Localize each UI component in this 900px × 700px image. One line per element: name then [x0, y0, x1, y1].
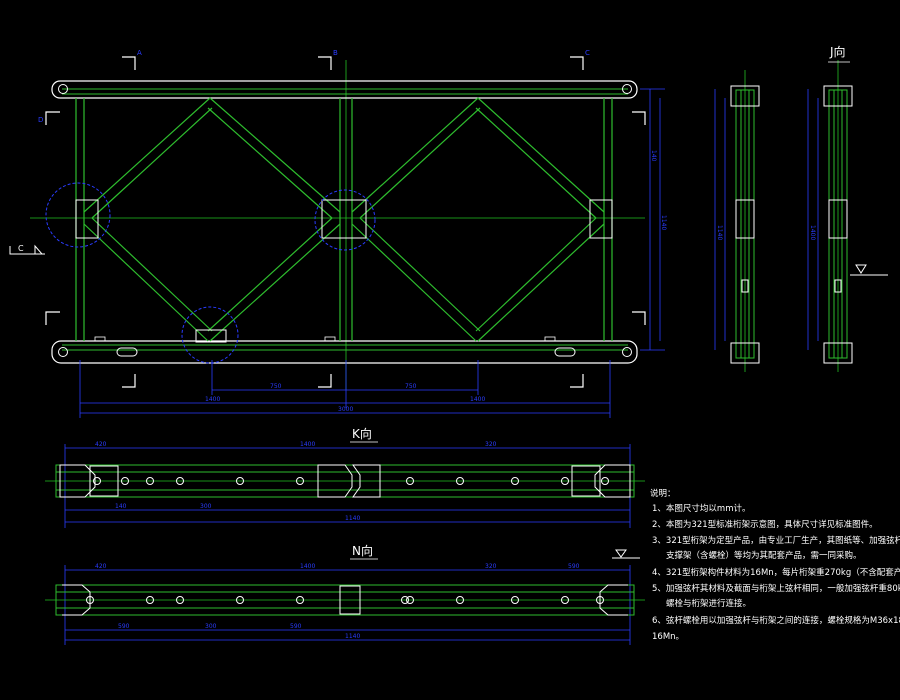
section-mark-a: A — [137, 49, 142, 57]
notes-block: 说明： 1、本图尺寸均以mm计。 2、本图为321型标准桁架示意图，具体尺寸详见… — [650, 488, 900, 642]
n-dim-1400: 1400 — [300, 563, 315, 570]
note-6b: 16Mn。 — [652, 632, 684, 642]
dim-140: 140 — [650, 150, 657, 162]
n-dim-590-top: 590 — [568, 563, 580, 570]
k-dim-140: 140 — [115, 503, 127, 510]
k-dim-1140: 1140 — [345, 515, 360, 522]
note-3: 3、321型桁架为定型产品，由专业工厂生产，其图纸等、加强弦杆（含螺栓）、 — [652, 535, 900, 546]
k-dim-300: 300 — [200, 503, 212, 510]
truss-dimensions — [79, 88, 665, 418]
top-chord — [51, 80, 638, 99]
n-dim-320: 320 — [485, 563, 497, 570]
n-dim-300: 300 — [205, 623, 217, 630]
n-dim-590-left: 590 — [118, 623, 130, 630]
note-6: 6、弦杆螺栓用以加强弦杆与桁架之间的连接，螺栓规格为M36x180，材质为 — [652, 615, 900, 626]
dim-750-right: 750 — [405, 383, 417, 390]
truss-elevation: A B C D C 750 750 1400 1400 3000 — [9, 49, 667, 418]
side-view-j: 1140 1400 J向 — [714, 44, 888, 372]
section-mark-d: D — [38, 116, 43, 124]
dim-1140: 1140 — [660, 215, 667, 230]
note-3b: 支撑架（含螺栓）等均为其配套产品，需一同采购。 — [666, 550, 862, 561]
side-dim-1400: 1400 — [809, 225, 816, 240]
side-dim-1140: 1140 — [716, 225, 723, 240]
section-mark-c: C — [585, 49, 590, 57]
view-n-label: N向 — [352, 543, 373, 558]
dim-1400-left: 1400 — [205, 396, 220, 403]
note-4: 4、321型桁架构件材料为16Mn，每片桁架重270kg（不含配套产品）。 — [652, 567, 900, 578]
detail-circles — [45, 182, 376, 364]
view-arrow-left — [9, 244, 45, 255]
view-arrow-n — [612, 549, 640, 559]
section-brackets — [45, 56, 646, 388]
truss-verticals — [75, 98, 613, 341]
section-mark-b: B — [333, 49, 338, 57]
view-arrow-right — [850, 264, 888, 276]
n-dim-1140: 1140 — [345, 633, 360, 640]
bottom-chord — [51, 340, 638, 364]
note-5: 5、加强弦杆其材料及截面与桁架上弦杆相同，一般加强弦杆重80kg，用两根弦杆 — [652, 583, 900, 594]
view-j-label: J向 — [829, 44, 846, 59]
notes-heading: 说明： — [650, 488, 676, 499]
view-arrow-left-label: C — [18, 244, 24, 253]
k-dim-420: 420 — [95, 441, 107, 448]
note-2: 2、本图为321型标准桁架示意图，具体尺寸详见标准图件。 — [652, 519, 878, 530]
bottom-brackets — [94, 336, 556, 342]
k-dim-320: 320 — [485, 441, 497, 448]
dim-3000: 3000 — [338, 406, 353, 413]
k-view: K向 420 1400 320 300 140 1140 — [45, 426, 645, 528]
dim-1400-right: 1400 — [470, 396, 485, 403]
k-dim-1400: 1400 — [300, 441, 315, 448]
n-dim-590-mid: 590 — [290, 623, 302, 630]
note-5b: 螺栓与桁架进行连接。 — [666, 598, 751, 609]
view-k-label: K向 — [352, 426, 372, 441]
n-dim-420: 420 — [95, 563, 107, 570]
n-view: N向 420 1400 320 590 590 300 590 1140 — [45, 543, 645, 645]
truss-diagonals — [83, 97, 605, 342]
dim-750-left: 750 — [270, 383, 282, 390]
note-1: 1、本图尺寸均以mm计。 — [652, 503, 750, 514]
gusset-plates — [75, 199, 613, 343]
